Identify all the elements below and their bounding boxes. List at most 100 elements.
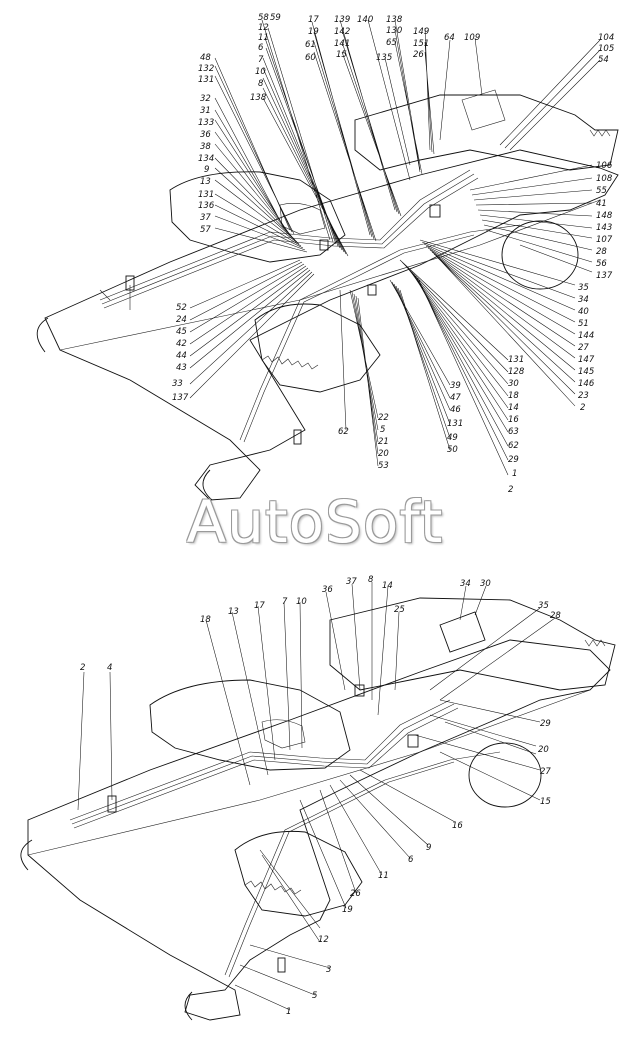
callout-label: 17: [254, 601, 265, 611]
bottom-rear-wheel: [468, 742, 542, 808]
callout-label: 145: [578, 367, 594, 377]
callout-label: 15: [336, 50, 347, 60]
callout-label: 128: [508, 367, 525, 377]
callout-label: 142: [334, 27, 350, 37]
callout-label: 106: [596, 161, 613, 171]
bottom-line-2: [71, 703, 455, 825]
callout-label: 18: [508, 391, 519, 401]
callout-label: 59: [270, 13, 281, 23]
callout-label: 135: [376, 53, 392, 63]
callout-label: 38: [200, 142, 211, 152]
callout-label: 48: [200, 53, 211, 63]
bottom-line-5: [228, 761, 455, 978]
callout-label: 27: [540, 767, 551, 777]
callout-label: 62: [338, 427, 349, 437]
callout-label: 64: [444, 33, 455, 43]
callout-label: 35: [538, 601, 549, 611]
callout-label: 1: [286, 1007, 291, 1017]
top-valve-c: [319, 239, 329, 251]
callout-label: 37: [200, 213, 211, 223]
callout-label: 60: [305, 53, 316, 63]
top-frame-rail-b: [44, 317, 61, 351]
bottom-valve-b: [407, 734, 419, 748]
callout-label: 29: [540, 719, 551, 729]
top-valve-b: [429, 204, 441, 218]
callout-label: 36: [200, 130, 211, 140]
callout-label: 41: [596, 199, 607, 209]
callout-label: 18: [200, 615, 211, 625]
callout-label: 131: [198, 190, 214, 200]
callout-label: 4: [107, 663, 112, 673]
callout-label: 54: [598, 55, 609, 65]
callout-label: 52: [176, 303, 187, 313]
bottom-engine-block: [234, 830, 363, 917]
top-cylinder-left: [125, 275, 135, 291]
callout-label: 25: [394, 605, 405, 615]
callout-label: 107: [596, 235, 613, 245]
callout-label: 26: [413, 50, 424, 60]
bottom-line-3: [73, 707, 459, 829]
callout-label: 13: [200, 177, 211, 187]
top-rear-wheel: [501, 220, 579, 290]
bottom-cab-body: [149, 679, 351, 771]
callout-label: 19: [308, 27, 319, 37]
bottom-line-1: [69, 699, 451, 821]
callout-label: 55: [596, 186, 607, 196]
bottom-cylinder-rear: [277, 957, 286, 973]
callout-label: 144: [578, 331, 594, 341]
callout-label: 16: [508, 415, 519, 425]
bottom-rear-wheel-arc: [184, 991, 193, 1021]
callout-label: 63: [508, 427, 519, 437]
callout-label: 12: [258, 23, 269, 33]
callout-label: 147: [578, 355, 595, 365]
callout-label: 15: [540, 797, 551, 807]
callout-label: 36: [322, 585, 333, 595]
callout-label: 23: [578, 391, 589, 401]
top-rear-body-teeth: [589, 129, 611, 137]
callout-label: 131: [447, 419, 463, 429]
callout-label: 8: [368, 575, 374, 585]
top-tank-box: [461, 89, 506, 131]
callout-label: 11: [378, 871, 389, 881]
bottom-rear-body-teeth: [584, 639, 606, 647]
bottom-view-drawing: [20, 597, 616, 1021]
callout-label: 130: [386, 26, 402, 36]
callout-label: 26: [350, 889, 361, 899]
bottom-view-callouts: 18 13 17 7 10 36 37 8 14 25 34 30 35 28 …: [80, 575, 561, 1017]
callout-label: 43: [176, 363, 187, 373]
callout-label: 1: [512, 469, 517, 479]
callout-label: 45: [176, 327, 187, 337]
callout-label: 50: [447, 445, 458, 455]
callout-label: 149: [413, 27, 429, 37]
callout-label: 12: [318, 935, 329, 945]
top-view-leaders: [189, 19, 601, 476]
callout-label: 44: [176, 351, 187, 361]
callout-label: 137: [596, 271, 613, 281]
callout-label: 22: [378, 413, 389, 423]
bottom-view-leaders: [77, 582, 556, 1011]
callout-label: 10: [296, 597, 307, 607]
callout-label: 17: [308, 15, 319, 25]
callout-label: 9: [204, 165, 209, 175]
callout-label: 6: [408, 855, 414, 865]
callout-label: 62: [508, 441, 519, 451]
bottom-frame-outline: [27, 639, 611, 1021]
callout-label: 138: [250, 93, 267, 103]
callout-label: 143: [596, 223, 612, 233]
callout-label: 29: [508, 455, 519, 465]
bottom-frame-rail: [27, 689, 591, 856]
callout-label: 104: [598, 33, 614, 43]
top-rear-wheel-arc: [202, 469, 213, 501]
callout-label: 16: [452, 821, 463, 831]
top-line-2: [101, 173, 475, 305]
callout-label: 105: [598, 44, 614, 54]
callout-label: 49: [447, 433, 458, 443]
top-line-3: [103, 177, 479, 309]
callout-label: 31: [200, 106, 211, 116]
callout-label: 30: [508, 379, 519, 389]
callout-label: 19: [342, 905, 353, 915]
callout-label: 7: [258, 55, 264, 65]
top-line-5: [243, 234, 475, 443]
callout-label: 28: [596, 247, 607, 257]
callout-label: 27: [578, 343, 589, 353]
